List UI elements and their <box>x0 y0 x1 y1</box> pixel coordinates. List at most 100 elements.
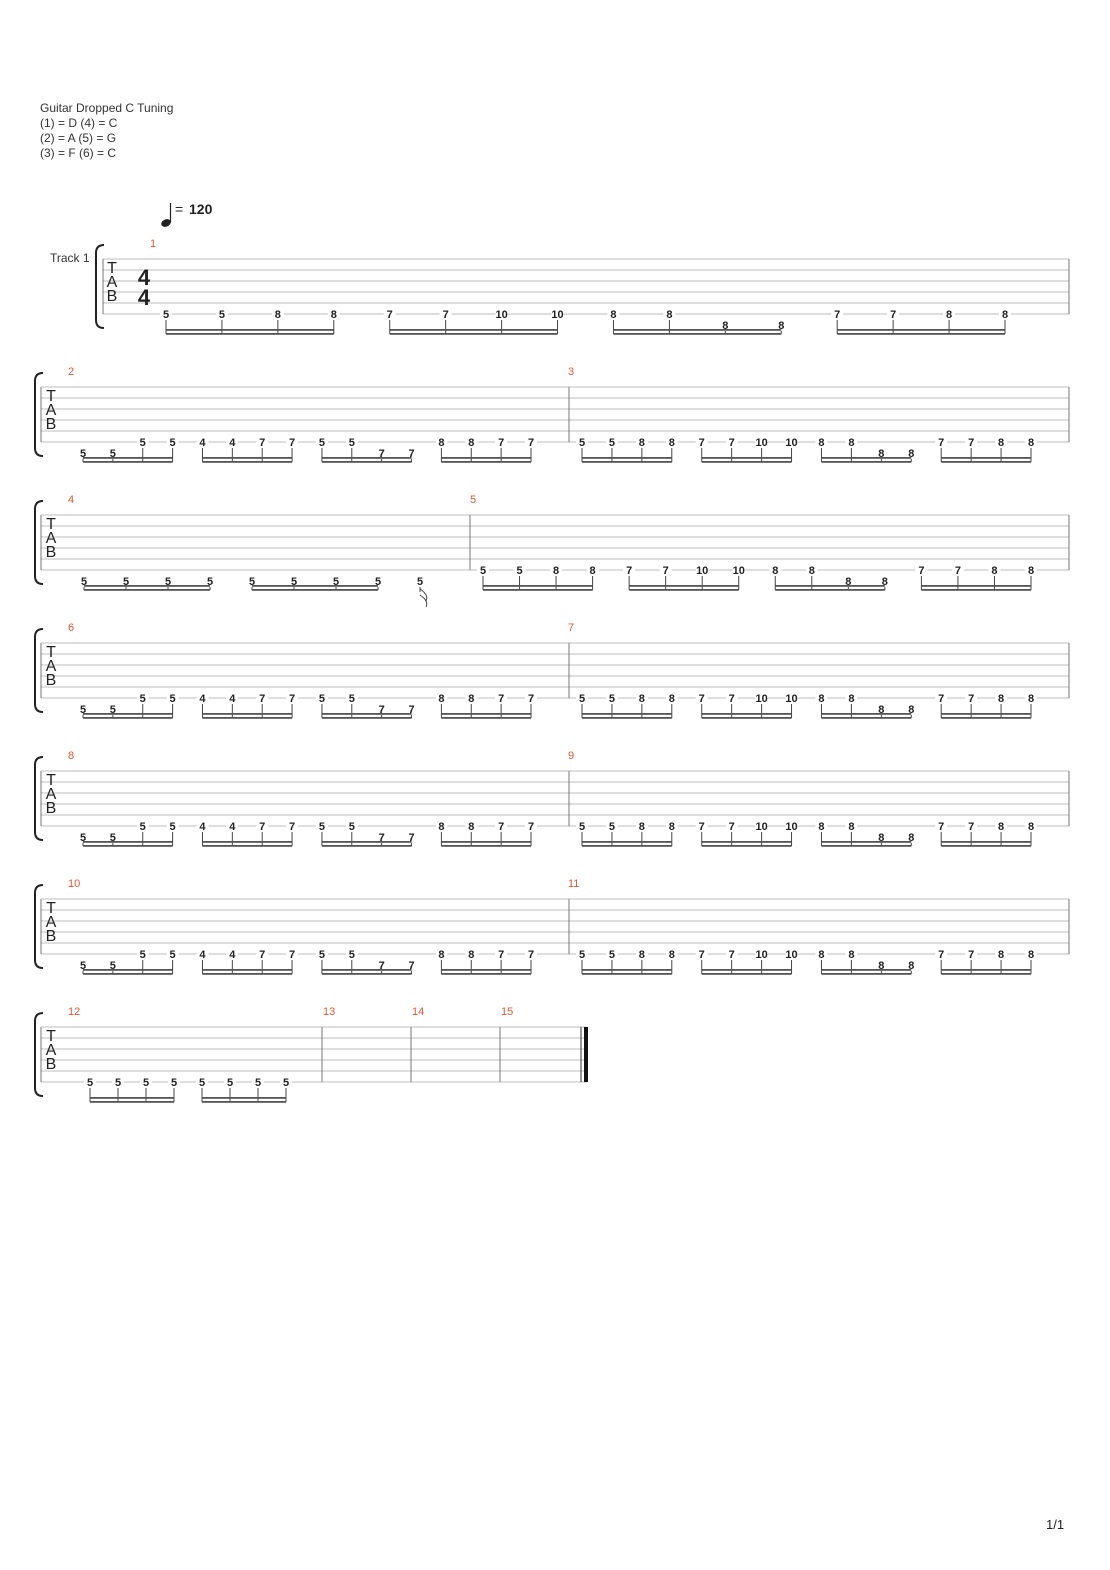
beam <box>629 585 739 587</box>
fret-number: 7 <box>289 949 295 961</box>
fret-number: 5 <box>110 832 116 844</box>
fret-background <box>224 1077 236 1087</box>
beam <box>84 585 210 587</box>
fret-background <box>605 821 618 831</box>
fret-background <box>375 960 388 970</box>
beam <box>389 329 558 331</box>
tab-clef-letter: A <box>46 1042 57 1059</box>
system-bracket <box>95 244 105 329</box>
fret-number: 10 <box>755 949 767 961</box>
fret-background <box>465 821 478 831</box>
fret-number: 4 <box>199 949 206 961</box>
measure-number: 14 <box>412 1006 424 1018</box>
beam <box>941 845 1031 847</box>
fret-number: 7 <box>498 821 504 833</box>
fret-background <box>831 309 844 319</box>
beam <box>441 845 531 847</box>
beam <box>83 713 173 715</box>
fret-number: 5 <box>165 576 171 588</box>
beam <box>441 713 531 715</box>
fret-background <box>280 1077 292 1087</box>
tab-clef-letter: A <box>46 530 57 547</box>
tab-clef-letter: B <box>46 800 57 817</box>
beam <box>441 717 531 719</box>
measure-number: 4 <box>68 494 74 506</box>
beam <box>202 457 293 459</box>
fret-number: 7 <box>498 949 504 961</box>
fret-number: 4 <box>229 693 236 705</box>
fret-background <box>805 565 818 575</box>
fret-background <box>719 320 732 330</box>
fret-background <box>78 576 90 586</box>
fret-background <box>755 437 768 447</box>
fret-background <box>495 437 508 447</box>
beam <box>83 969 173 971</box>
fret-background <box>513 565 526 575</box>
fret-background <box>935 821 948 831</box>
fret-background <box>77 832 89 842</box>
fret-number: 5 <box>140 821 146 833</box>
fret-number: 5 <box>579 437 585 449</box>
fret-background <box>635 949 648 959</box>
fret-background <box>875 704 888 714</box>
fret-background <box>1025 437 1037 447</box>
fret-number: 5 <box>609 949 615 961</box>
beam <box>441 973 531 975</box>
fret-number: 5 <box>219 309 225 321</box>
measure-number: 12 <box>68 1006 80 1018</box>
note-flag <box>419 594 428 608</box>
fret-number: 5 <box>579 693 585 705</box>
fret-number: 4 <box>229 949 236 961</box>
beam <box>582 713 672 715</box>
fret-number: 5 <box>170 693 176 705</box>
fret-number: 8 <box>1028 565 1034 577</box>
beam <box>582 841 672 843</box>
fret-number: 8 <box>1028 821 1034 833</box>
fret-background <box>576 949 588 959</box>
beam <box>701 845 792 847</box>
fret-background <box>586 565 599 575</box>
fret-number: 7 <box>729 821 735 833</box>
fret-background <box>785 949 798 959</box>
fret-background <box>665 437 678 447</box>
tempo-equals: = <box>175 201 183 217</box>
fret-number: 5 <box>417 576 423 588</box>
fret-number: 7 <box>387 309 393 321</box>
fret-background <box>755 949 768 959</box>
fret-background <box>605 437 618 447</box>
fret-number: 5 <box>80 832 86 844</box>
fret-number: 5 <box>110 704 116 716</box>
fret-number: 7 <box>379 960 385 972</box>
fret-number: 7 <box>938 949 944 961</box>
fret-number: 5 <box>170 949 176 961</box>
fret-number: 4 <box>199 821 206 833</box>
fret-number: 5 <box>349 949 355 961</box>
beam <box>202 841 293 843</box>
tuning-info: Guitar Dropped C Tuning (1) = D (4) = C … <box>40 101 173 161</box>
fret-number: 8 <box>818 437 824 449</box>
fret-background <box>286 949 299 959</box>
beam <box>821 717 912 719</box>
fret-number: 5 <box>255 1077 261 1089</box>
fret-background <box>943 309 956 319</box>
fret-number: 8 <box>1028 693 1034 705</box>
fret-background <box>785 693 798 703</box>
fret-number: 8 <box>772 565 778 577</box>
fret-background <box>785 821 798 831</box>
beam <box>821 461 912 463</box>
fret-background <box>725 693 738 703</box>
fret-number: 7 <box>379 448 385 460</box>
fret-number: 8 <box>848 437 854 449</box>
beam <box>582 973 672 975</box>
beam <box>90 1101 174 1103</box>
beam <box>252 585 378 587</box>
fret-background <box>635 821 648 831</box>
fret-background <box>988 565 1001 575</box>
fret-number: 8 <box>845 576 851 588</box>
fret-background <box>635 437 648 447</box>
fret-background <box>995 821 1008 831</box>
fret-number: 4 <box>229 821 236 833</box>
fret-background <box>226 949 239 959</box>
final-barline-thick <box>584 1027 588 1082</box>
beam <box>821 973 912 975</box>
